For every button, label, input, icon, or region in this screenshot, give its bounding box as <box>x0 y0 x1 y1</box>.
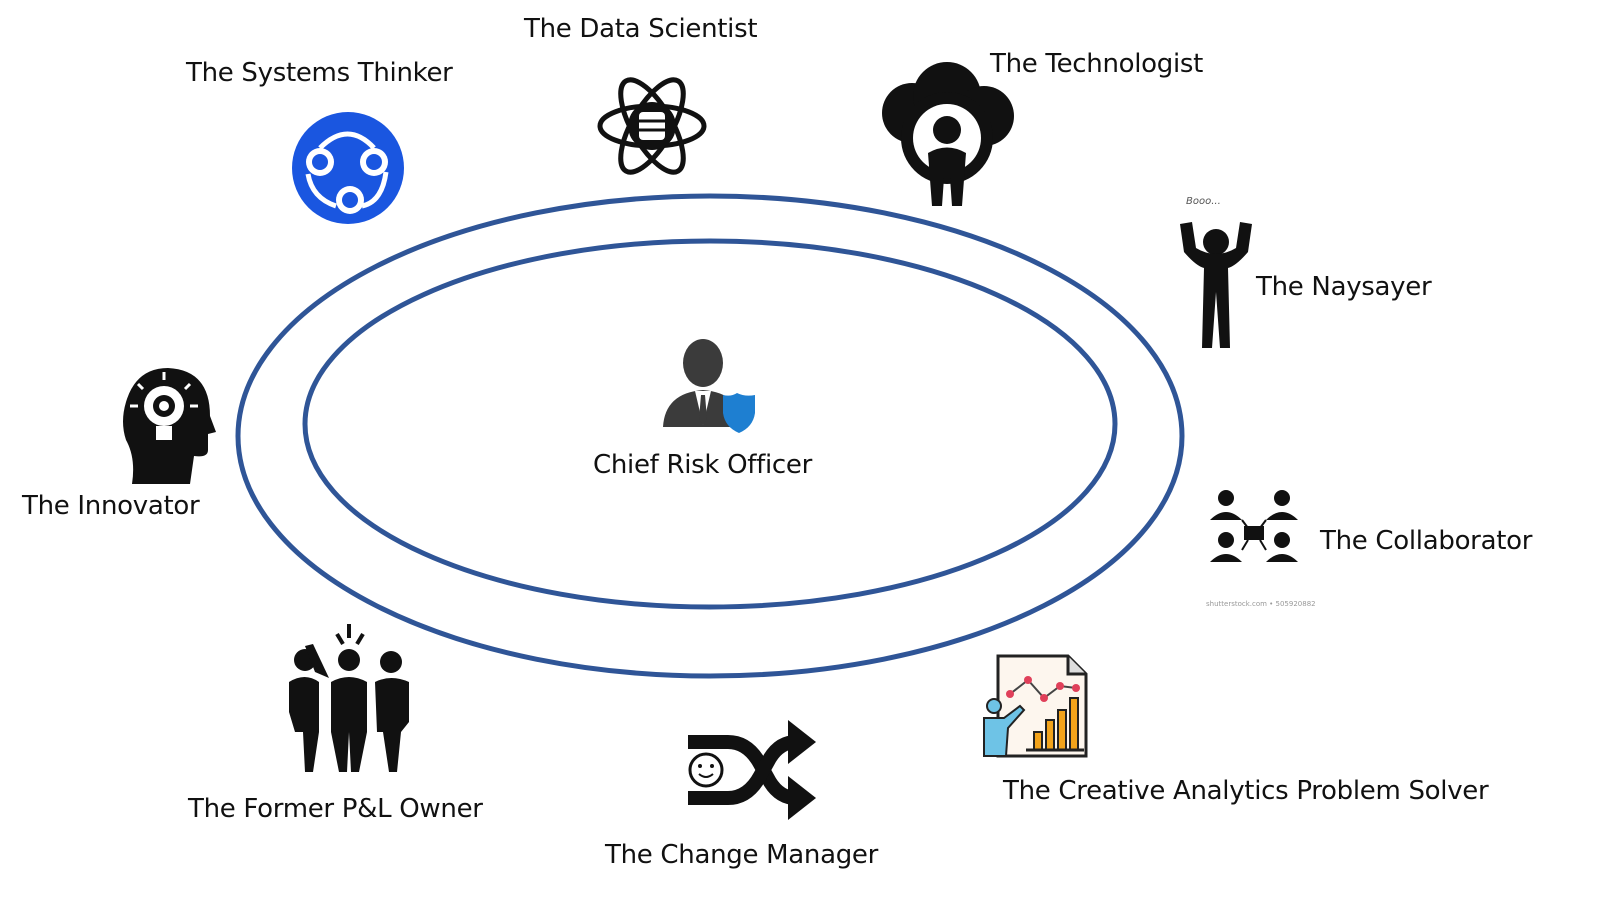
shuffle-arrows-icon <box>688 718 818 828</box>
analytics-presentation-icon <box>980 654 1090 760</box>
label-collaborator: The Collaborator <box>1320 526 1533 556</box>
atom-database-icon <box>597 72 707 180</box>
naysayer-figure-icon <box>1176 212 1256 352</box>
naysayer-speech-text: Booo... <box>1186 196 1221 207</box>
chief-risk-officer-icon <box>655 335 760 435</box>
collaboration-network-icon <box>1208 488 1300 568</box>
collaborator-watermark: shutterstock.com • 505920882 <box>1206 600 1316 608</box>
head-lightbulb-icon <box>118 362 218 487</box>
label-change-manager: The Change Manager <box>605 840 878 870</box>
inner-ring <box>302 238 1118 610</box>
label-innovator: The Innovator <box>22 491 200 521</box>
label-former-pl-owner: The Former P&L Owner <box>188 794 483 824</box>
group-of-people-icon <box>285 622 415 777</box>
systems-cycle-icon <box>290 110 406 226</box>
label-creative-analytics: The Creative Analytics Problem Solver <box>1003 776 1489 806</box>
cloud-gear-person-icon <box>872 58 1022 208</box>
label-systems-thinker: The Systems Thinker <box>186 58 453 88</box>
label-naysayer: The Naysayer <box>1256 272 1432 302</box>
outer-ring <box>235 193 1185 679</box>
center-label: Chief Risk Officer <box>593 450 813 480</box>
label-technologist: The Technologist <box>990 49 1204 79</box>
label-data-scientist: The Data Scientist <box>524 14 758 44</box>
